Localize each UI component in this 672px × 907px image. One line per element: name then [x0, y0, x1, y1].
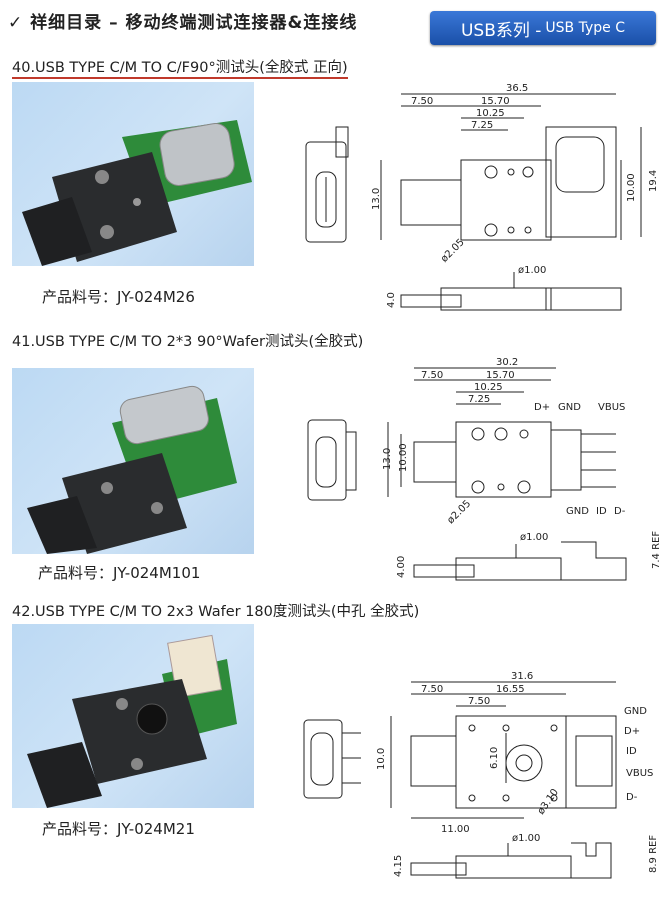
dim-7-50: 7.50: [421, 370, 443, 381]
side-view: [307, 419, 347, 501]
item-40-photo: [12, 82, 254, 266]
dim-10-0: 10.0: [376, 748, 387, 770]
dim-36-5: 36.5: [506, 83, 528, 94]
item-42-drawing: 31.6 7.50 16.55 7.50 6.10 10.0 11.00 ø3.…: [303, 671, 659, 879]
dim-dia-1-00: ø1.00: [518, 265, 546, 276]
side-view: [303, 719, 343, 799]
plastic-housing: [62, 453, 187, 554]
dim-11-00: 11.00: [441, 824, 470, 835]
dim-dia-3-10: ø3.10: [536, 787, 561, 817]
dim-10-25: 10.25: [476, 108, 505, 119]
item-41-title: 41.USB TYPE C/M TO 2*3 90°Wafer测试头(全胶式): [12, 334, 364, 350]
pin-d-minus: D-: [614, 506, 626, 517]
plastic-housing: [72, 679, 207, 784]
screw-icon: [131, 758, 143, 770]
item-41-photo-art: [27, 385, 237, 554]
item-40-photo-art: [22, 120, 252, 266]
item-42-photo: [12, 624, 254, 808]
item-40-drawing: 36.5 7.50 15.70 10.25 7.25 13.0 10.00 19…: [305, 83, 659, 311]
dim-dia-1-00: ø1.00: [512, 833, 540, 844]
dim-15-70: 15.70: [486, 370, 515, 381]
screw-icon: [100, 225, 114, 239]
dim-15-70: 15.70: [481, 96, 510, 107]
pin-d-plus: D+: [534, 402, 550, 413]
pin-gnd-2: GND: [566, 506, 589, 517]
page-title: ✓ 祥细目录 – 移动终端测试连接器&连接线: [8, 13, 358, 33]
pin-id: ID: [596, 506, 607, 517]
dim-4-00: 4.00: [396, 556, 407, 578]
series-badge-main: USB系列 -: [460, 20, 542, 41]
usb-c-plug: [27, 496, 97, 554]
dim-dia-2-05: ø2.05: [439, 237, 467, 265]
usb-c-plug: [27, 742, 102, 808]
item-42-part-number: 产品料号：JY-024M21: [42, 820, 195, 838]
item-42-title: 42.USB TYPE C/M TO 2x3 Wafer 180度测试头(中孔 …: [12, 604, 420, 620]
dim-7-25: 7.25: [471, 120, 493, 131]
dim-13-0: 13.0: [382, 448, 393, 470]
pin-gnd: GND: [624, 706, 647, 717]
dim-dia-2-05: ø2.05: [445, 498, 473, 526]
dim-4-15: 4.15: [393, 855, 404, 877]
series-badge-sub: USB Type C: [545, 20, 625, 36]
pin-id: ID: [626, 746, 637, 757]
dim-19-4: 19.4: [648, 170, 659, 192]
dim-7-50: 7.50: [411, 96, 433, 107]
top-view-body: [460, 159, 552, 241]
pin-d-plus: D+: [624, 726, 640, 737]
dim-10-00: 10.00: [398, 443, 409, 472]
pin-d-minus: D-: [626, 792, 638, 803]
dim-13-0: 13.0: [371, 188, 382, 210]
side-view: [305, 141, 347, 243]
item-41-part-number: 产品料号：JY-024M101: [38, 564, 201, 582]
dim-7-50: 7.50: [421, 684, 443, 695]
dim-7-50-b: 7.50: [468, 696, 490, 707]
dim-10-25: 10.25: [474, 382, 503, 393]
dim-4-0: 4.0: [386, 292, 397, 308]
item-41-drawing: 30.2 7.50 15.70 10.25 7.25 D+ GND VBUS 1…: [307, 357, 662, 581]
dim-30-2: 30.2: [496, 357, 518, 368]
type-c-receptacle: [159, 123, 235, 186]
type-c-receptacle: [119, 385, 209, 445]
usb-c-plug: [22, 197, 92, 266]
item-40-part-number: 产品料号：JY-024M26: [42, 288, 195, 306]
dim-6-10: 6.10: [489, 747, 500, 769]
pogo-pin-icon: [133, 198, 141, 206]
screw-icon: [101, 482, 113, 494]
pin-vbus: VBUS: [598, 402, 625, 413]
center-hole: [136, 703, 168, 735]
dim-7-25: 7.25: [468, 394, 490, 405]
screw-icon: [151, 502, 163, 514]
item-42-photo-art: [27, 634, 237, 808]
screw-icon: [116, 698, 128, 710]
dim-31-6: 31.6: [511, 671, 533, 682]
dim-dia-1-00: ø1.00: [520, 532, 548, 543]
pin-gnd: GND: [558, 402, 581, 413]
item-40-title: 40.USB TYPE C/M TO C/F90°测试头(全胶式 正向): [12, 56, 348, 79]
pin-vbus: VBUS: [626, 768, 653, 779]
dim-10-00: 10.00: [626, 173, 637, 202]
item-41-photo: [12, 368, 254, 554]
dim-8-9-ref: 8.9 REF: [648, 835, 659, 873]
screw-icon: [95, 170, 109, 184]
series-badge: USB系列 - USB Type C: [430, 11, 656, 45]
dim-7-4-ref: 7.4 REF: [651, 531, 662, 569]
dim-16-55: 16.55: [496, 684, 525, 695]
